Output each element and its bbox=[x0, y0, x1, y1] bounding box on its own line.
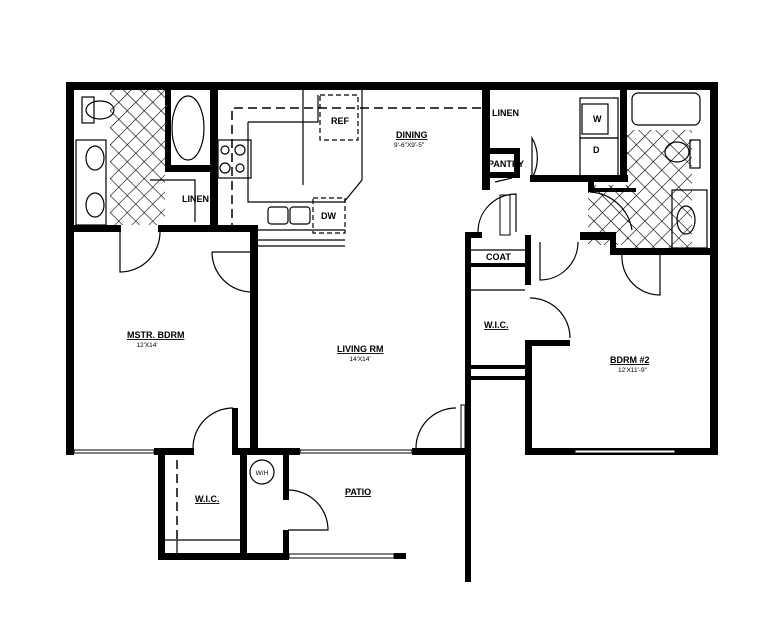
walls bbox=[66, 82, 718, 582]
living-room-label: LIVING RM bbox=[337, 344, 384, 354]
living-room-size: 14'X14' bbox=[349, 356, 370, 363]
dryer-label: D bbox=[593, 145, 600, 155]
master-linen-label: LINEN bbox=[182, 194, 209, 204]
bath-fixtures bbox=[75, 92, 708, 249]
bedroom-2-size: 12'X11'-9" bbox=[618, 367, 648, 374]
doors bbox=[119, 135, 661, 531]
pantry-label: PANTRY bbox=[488, 159, 524, 169]
dining-size: 9'-6"X9'-5" bbox=[394, 142, 425, 149]
master-wic-label: W.I.C. bbox=[195, 494, 220, 504]
water-heater-label: W/H bbox=[256, 470, 269, 477]
dw-label: DW bbox=[321, 211, 336, 221]
patio-label: PATIO bbox=[345, 487, 371, 497]
dining-label: DINING bbox=[396, 130, 428, 140]
ref-label: REF bbox=[331, 116, 350, 126]
hall-linen-label: LINEN bbox=[492, 108, 519, 118]
washer-label: W bbox=[593, 114, 602, 124]
coat-label: COAT bbox=[486, 252, 511, 262]
bedroom-2-wic-label: W.I.C. bbox=[484, 320, 509, 330]
master-bedroom-size: 12'X14' bbox=[136, 342, 157, 349]
water-heater-icon bbox=[249, 459, 275, 485]
bedroom-2-label: BDRM #2 bbox=[610, 355, 650, 365]
kitchen-fixtures bbox=[217, 90, 482, 247]
master-bath-tile bbox=[110, 90, 165, 225]
master-bedroom-label: MSTR. BDRM bbox=[127, 330, 185, 340]
